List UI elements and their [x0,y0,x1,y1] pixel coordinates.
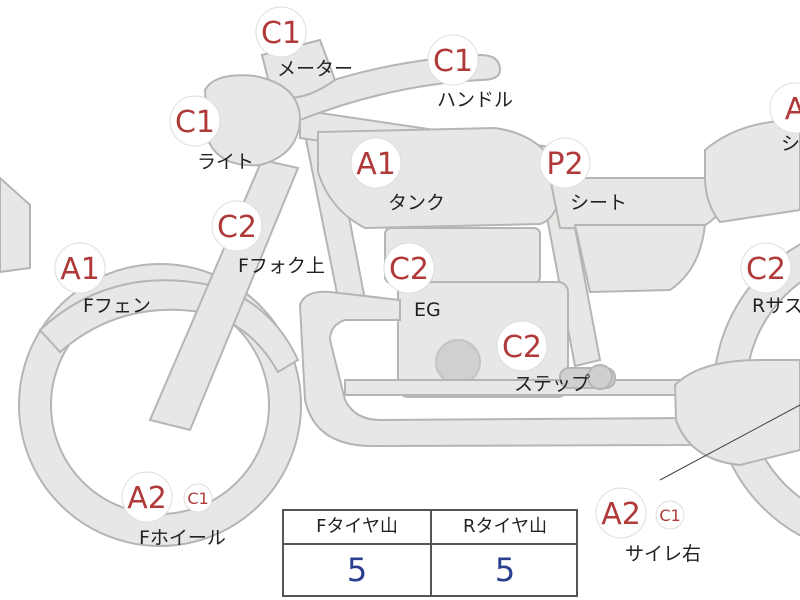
left-edge-part [0,176,31,274]
grade-badge-code: C2 [217,210,257,245]
engine-cover [435,339,481,385]
grade-badge-circle [183,483,213,513]
grade-badge-code: C2 [502,330,542,365]
label-seat: シート [570,192,628,214]
grade-badge-code: C1 [187,489,208,508]
grade-badge-circle [655,500,685,530]
rear-cowl-shape [704,118,800,224]
label-tank: タンク [388,192,446,214]
silencer-leader-line [659,404,800,481]
grade-badge-circle [595,487,647,539]
side-cover-shape [573,224,707,294]
grade-badge-code: C1 [433,44,473,79]
grade-badge: C2 [740,242,792,294]
grade-badge-circle [169,95,221,147]
exhaust-pipe-2 [344,379,681,396]
front-tire-value: 5 [346,551,368,589]
grade-badge: A2 [595,487,647,539]
grade-badge-circle [255,6,307,58]
exhaust-pipe [298,290,691,448]
label-silencer-right: サイレ右 [625,543,702,565]
grade-badge: C1 [183,483,213,513]
headlight-shape [203,74,302,167]
grade-badge-circle [211,200,263,252]
label-r-suspension-partial: Rサス [752,295,800,317]
grade-badge: C1 [255,6,307,58]
rear-tire-column: Rタイヤ山 5 [432,511,578,595]
label-f-wheel: Fホイール [139,527,226,549]
grade-badge-circle [383,242,435,294]
grade-badge: C1 [655,500,685,530]
grade-badge: C1 [427,34,479,86]
label-meter: メーター [277,58,354,80]
grade-badge: A1 [54,242,106,294]
grade-badge-code: C1 [659,506,680,525]
label-light: ライト [197,151,255,173]
grade-badge-code: C2 [389,252,429,287]
grade-badge: C2 [496,320,548,372]
grade-badge-code: P2 [546,147,583,182]
grade-badge: A2 [121,471,173,523]
label-step: ステップ [514,373,591,395]
grade-badge-circle [769,82,800,134]
grade-badge-code: C2 [746,252,786,287]
grade-badge-code: A2 [601,497,641,532]
grade-badge-circle [539,137,591,189]
step-peg [587,364,613,390]
grade-badge-circle [54,242,106,294]
label-engine: EG [414,299,441,321]
grade-badge-code: C1 [175,105,215,140]
grade-badge: A [769,82,800,134]
label-f-fender: Fフェン [83,295,151,317]
grade-badge-code: A2 [127,481,167,516]
label-f-fork-upper: Fフォク上 [238,255,325,277]
grade-badge-circle [496,320,548,372]
muffler-shape [673,359,800,467]
grade-badge-code: A1 [60,252,100,287]
grade-badge: C2 [211,200,263,252]
label-seat-cover-partial: シ [781,133,800,155]
tire-tread-table: Fタイヤ山 5 Rタイヤ山 5 [282,509,578,597]
grade-badge: P2 [539,137,591,189]
grade-badge-code: A [785,92,800,127]
rear-tire-value: 5 [494,551,516,589]
grade-badge-circle [121,471,173,523]
grade-badge: C2 [383,242,435,294]
grade-badge: A1 [350,137,402,189]
front-tire-header: Fタイヤ山 [284,511,430,545]
grade-badge-code: A1 [356,147,396,182]
grade-badge-circle [740,242,792,294]
rear-tire-header: Rタイヤ山 [432,511,578,545]
grade-badge-circle [350,137,402,189]
label-handle: ハンドル [437,89,514,111]
front-tire-column: Fタイヤ山 5 [284,511,432,595]
grade-badge: C1 [169,95,221,147]
grade-badge-circle [427,34,479,86]
grade-badge-code: C1 [261,16,301,51]
